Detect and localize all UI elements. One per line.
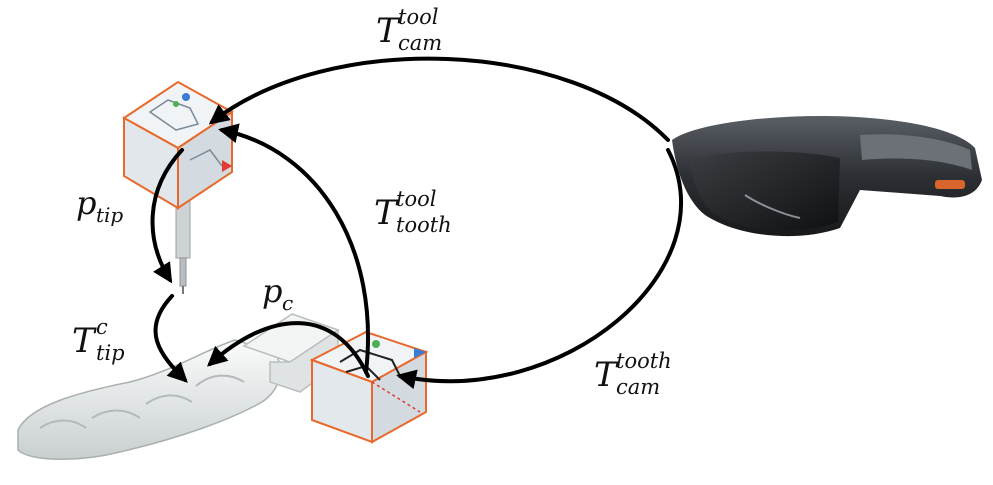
label-t-tool-tooth: T tool tooth <box>374 187 452 237</box>
label-t-tooth-cam: T tooth cam <box>594 349 672 399</box>
svg-text:tool: tool <box>398 5 438 29</box>
transform-arrows <box>150 56 683 390</box>
svg-text:T: T <box>376 11 401 51</box>
svg-text:p: p <box>76 184 96 222</box>
arrow-tooth-cam <box>396 148 683 390</box>
svg-text:cam: cam <box>398 31 442 55</box>
headset-accent <box>935 180 965 189</box>
arrow-p-c <box>207 321 370 378</box>
svg-text:p: p <box>262 272 282 310</box>
label-t-tool-cam: T tool cam <box>376 5 442 55</box>
label-t-c-tip: T c tip <box>72 315 125 365</box>
arrow-tool-tooth <box>218 123 371 374</box>
svg-text:tooth: tooth <box>616 349 672 373</box>
dental-arch-icon <box>17 313 340 461</box>
svg-text:T: T <box>594 355 619 395</box>
arrow-p-tip <box>150 148 184 284</box>
svg-text:cam: cam <box>616 375 660 399</box>
svg-text:tip: tip <box>96 341 125 365</box>
svg-text:tool: tool <box>396 187 436 211</box>
stylus-tool-icon <box>175 197 191 294</box>
arrow-t-c-tip <box>153 294 188 383</box>
arrow-tool-cam <box>208 56 670 142</box>
label-p-tip: p tip <box>76 184 123 227</box>
svg-text:T: T <box>374 193 399 233</box>
ar-headset-icon <box>672 116 982 237</box>
svg-text:tooth: tooth <box>396 213 452 237</box>
svg-text:tip: tip <box>96 203 123 227</box>
svg-text:c: c <box>96 315 108 339</box>
svg-text:T: T <box>72 321 97 361</box>
tool-marker-cube-icon <box>122 80 234 210</box>
label-p-c: p c <box>262 272 293 315</box>
svg-text:c: c <box>282 291 293 315</box>
